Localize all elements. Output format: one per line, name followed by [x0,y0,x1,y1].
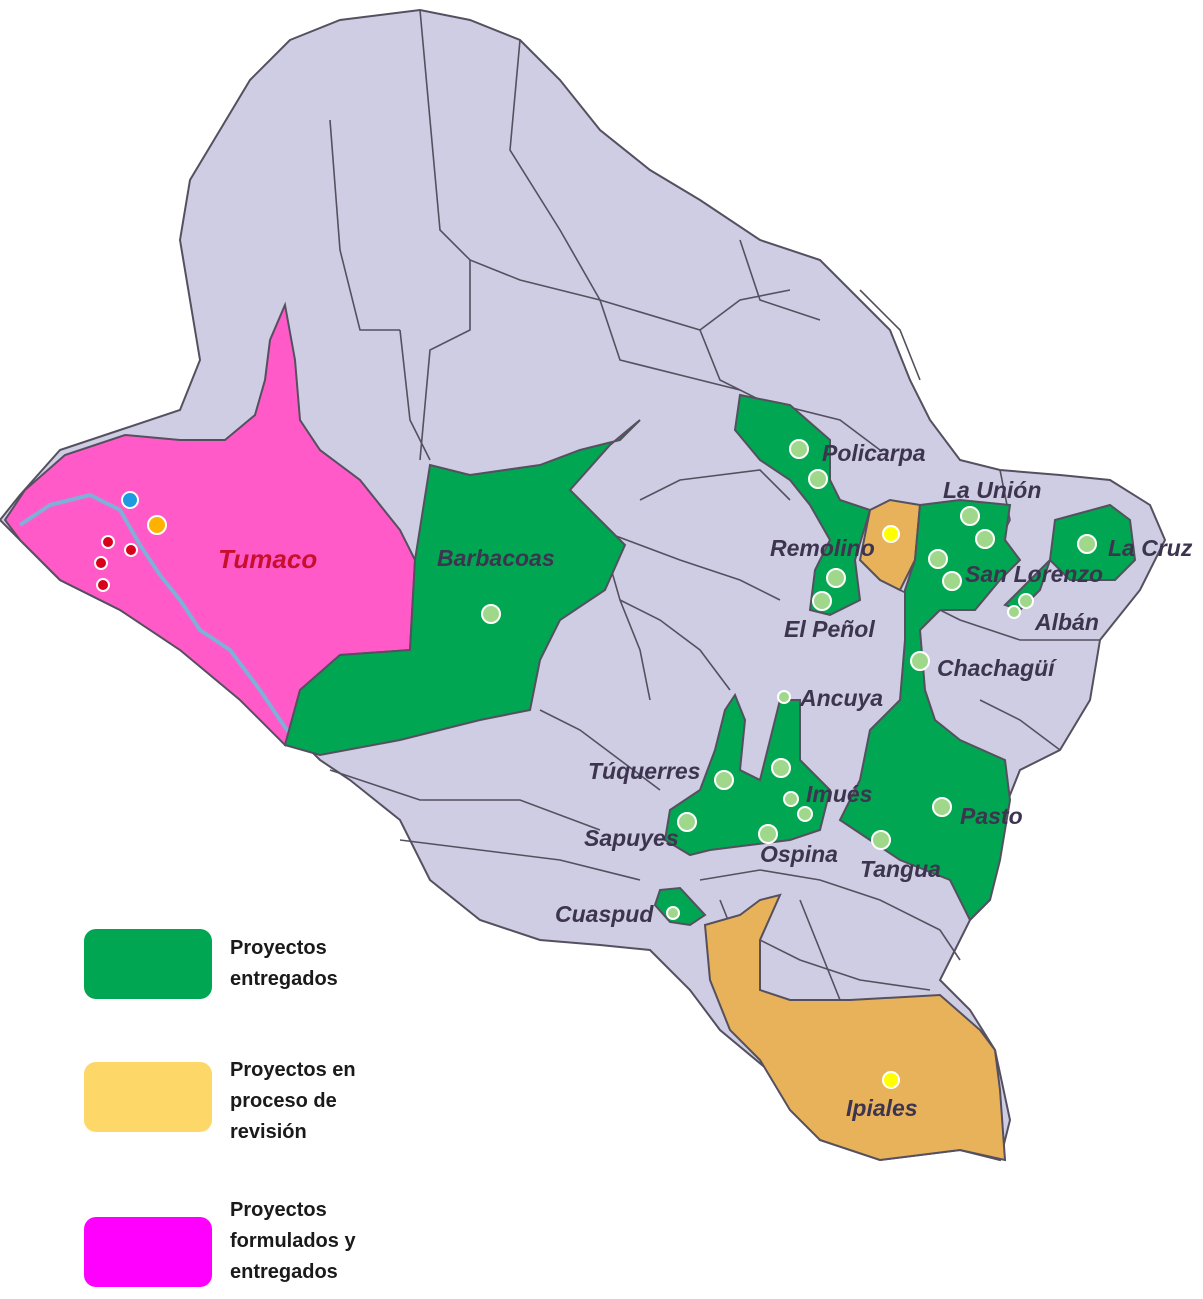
site-marker [928,549,948,569]
site-marker [1018,593,1034,609]
site-marker [789,439,809,459]
site-marker [960,506,980,526]
label-cuaspud: Cuaspud [555,901,654,927]
label-tumaco: Tumaco [218,544,317,574]
site-marker [826,568,846,588]
site-marker [94,556,108,570]
site-marker [481,604,501,624]
site-marker [96,578,110,592]
site-marker [1007,605,1021,619]
municipality-borders [329,9,1100,1001]
tuquerres-region [663,692,832,857]
label-san-lorenzo: San Lorenzo [965,561,1103,587]
site-marker [797,806,813,822]
site-marker [677,812,697,832]
site-marker [942,571,962,591]
site-marker [101,535,115,549]
site-marker [910,651,930,671]
site-marker [783,791,799,807]
la-union-region [838,498,1022,922]
site-marker [147,515,167,535]
label-el-penol: El Peñol [784,616,875,642]
site-marker [714,770,734,790]
label-policarpa: Policarpa [822,440,926,466]
project-sites [94,439,1097,1089]
legend-label-formulated: Proyectos formulados y entregados [230,1199,356,1283]
label-pasto: Pasto [960,803,1023,829]
legend-label-delivered: Proyectos entregados [230,937,338,990]
label-ipiales: Ipiales [846,1095,918,1121]
la-cruz-region [1003,503,1137,612]
place-labels: Tumaco Barbacoas Policarpa La Unión Remo… [218,440,1193,1121]
legend-swatch-formulated [84,1217,212,1287]
label-la-cruz: La Cruz [1108,535,1193,561]
label-barbacoas: Barbacoas [437,545,555,571]
tumaco-region [3,301,417,747]
barbacoas-region [283,419,641,757]
legend-swatch-review [84,1062,212,1132]
site-marker [1077,534,1097,554]
site-marker [777,690,791,704]
label-imues: Imués [806,781,872,807]
site-marker [124,543,138,557]
river [18,492,321,754]
label-tangua: Tangua [860,856,941,882]
label-chachagui: Chachagüí [937,655,1057,681]
site-marker [666,906,680,920]
site-marker [812,591,832,611]
legend-swatch-delivered [84,929,212,999]
site-marker [121,491,139,509]
label-remolino: Remolino [770,535,875,561]
policarpa-region [733,393,872,617]
site-marker [758,824,778,844]
label-sapuyes: Sapuyes [584,825,679,851]
label-ospina: Ospina [760,841,838,867]
site-marker [975,529,995,549]
site-marker [771,758,791,778]
label-tuquerres: Túquerres [588,758,700,784]
site-marker [871,830,891,850]
site-marker [882,1071,900,1089]
label-la-union: La Unión [943,477,1041,503]
site-marker [882,525,900,543]
label-ancuya: Ancuya [799,685,883,711]
remolino-region [858,498,922,592]
site-marker [808,469,828,489]
legend-label-review: Proyectos en proceso de revisión [230,1059,356,1143]
label-alban: Albán [1034,609,1099,635]
ipiales-region [703,893,1007,1162]
site-marker [932,797,952,817]
